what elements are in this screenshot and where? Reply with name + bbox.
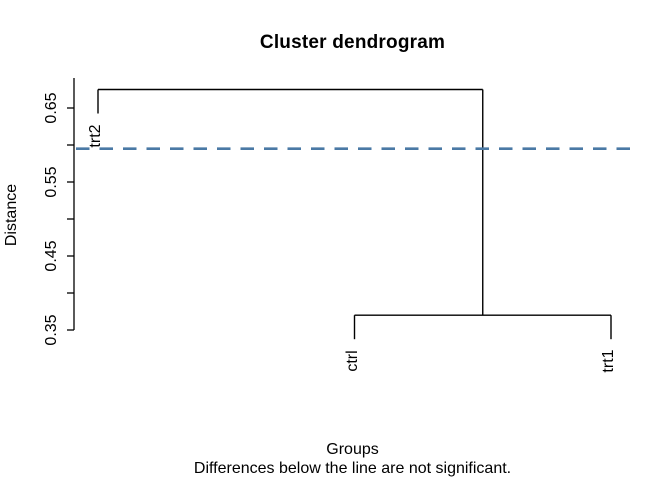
- significance-note: Differences below the line are not signi…: [193, 460, 512, 477]
- leaf-label: trt2: [87, 123, 104, 148]
- y-tick-label: 0.35: [43, 314, 60, 346]
- y-axis-label: Distance: [3, 183, 20, 247]
- dendrogram-tree: [97, 88, 612, 340]
- y-tick-label: 0.45: [43, 240, 60, 272]
- y-tick-label: 0.65: [43, 92, 60, 124]
- x-axis-label: Groups: [326, 441, 379, 458]
- leaf-label: trt1: [600, 349, 617, 373]
- chart-title: Cluster dendrogram: [259, 32, 446, 53]
- leaf-label: ctrl: [343, 350, 361, 372]
- y-tick-label: 0.55: [43, 166, 60, 198]
- y-axis: [67, 78, 75, 331]
